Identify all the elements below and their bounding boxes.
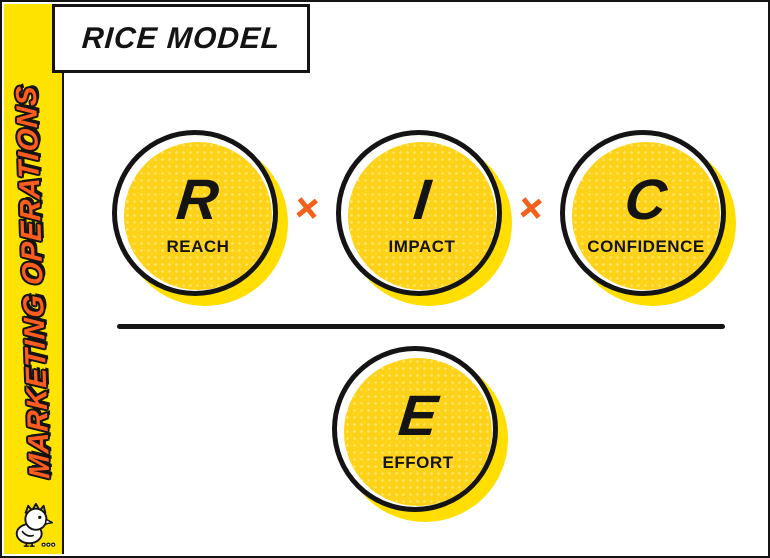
bubble-impact: I IMPACT: [336, 130, 512, 306]
bubble-effort: E EFFORT: [332, 346, 508, 522]
sidebar-title: MARKETING OPERATIONS: [10, 84, 57, 480]
bubble-ring: R REACH: [112, 130, 278, 296]
bubble-label: CONFIDENCE: [587, 237, 705, 257]
multiply-icon-2: ✕: [516, 190, 546, 227]
multiply-icon-1: ✕: [292, 190, 322, 227]
bubble-letter: R: [174, 167, 223, 232]
bubble-fill: R REACH: [124, 142, 272, 290]
bubble-ring: C CONFIDENCE: [560, 130, 726, 296]
chick-mascot-icon: [15, 502, 56, 547]
page-title: RICE MODEL: [80, 21, 282, 55]
sidebar: MARKETING OPERATIONS: [4, 4, 64, 554]
bubble-fill: C CONFIDENCE: [572, 142, 720, 290]
bubble-confidence: C CONFIDENCE: [560, 130, 736, 306]
bubble-letter: I: [410, 167, 434, 232]
bubble-fill: E EFFORT: [344, 358, 492, 506]
bubble-letter: C: [622, 167, 671, 232]
fraction-divider-line: [117, 324, 725, 329]
bubble-fill: I IMPACT: [348, 142, 496, 290]
bubble-label: EFFORT: [382, 453, 454, 473]
bubble-ring: E EFFORT: [332, 346, 498, 512]
title-box: RICE MODEL: [52, 4, 310, 73]
bubble-reach: R REACH: [112, 130, 288, 306]
bubble-label: IMPACT: [388, 237, 456, 257]
bubble-letter: E: [395, 383, 441, 448]
bubble-ring: I IMPACT: [336, 130, 502, 296]
bubble-label: REACH: [166, 237, 230, 257]
